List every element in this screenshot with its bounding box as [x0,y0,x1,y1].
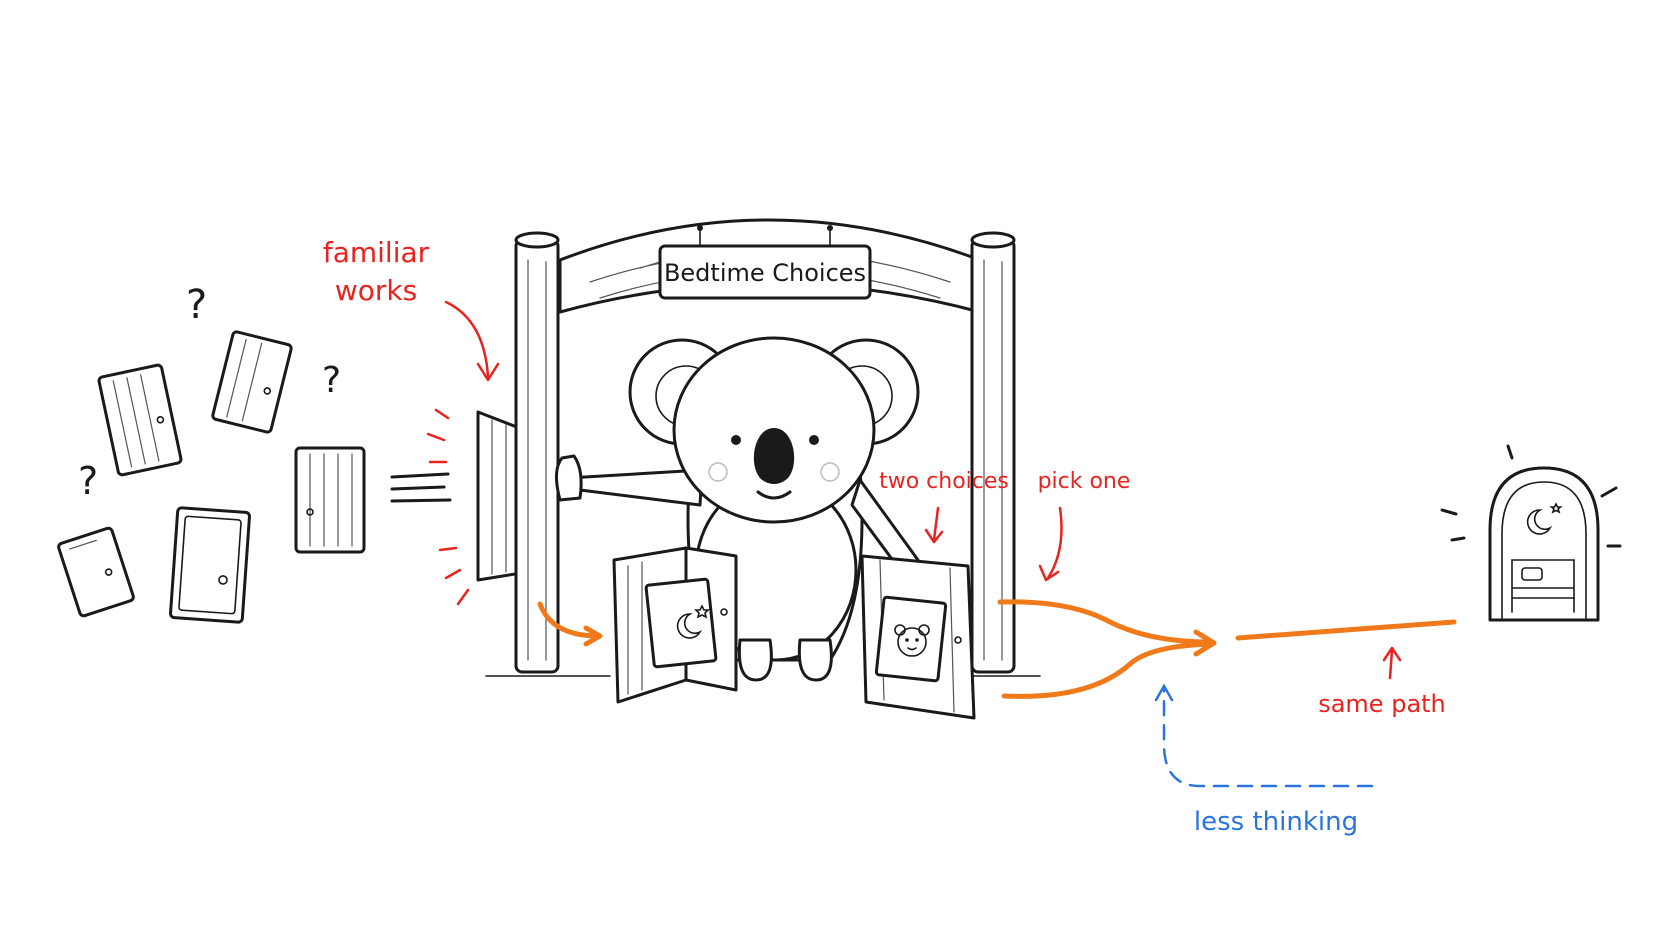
upper-branch [997,599,1213,645]
annotation-same-path: same path [1318,646,1446,718]
tumbling-door [294,446,366,554]
question-mark-icon: ? [322,360,341,401]
annotation-works: works [335,274,417,307]
bed-doorway [1440,444,1622,622]
bear-face-icon [894,624,930,657]
annotation-pick-one-text: pick one [1038,469,1131,494]
annotation-familiar: familiar [323,236,430,269]
annotation-two-choices: two choices [879,469,1009,544]
question-mark-icon: ? [78,459,98,503]
bedtime-choices-sign: Bedtime Choices [658,225,872,300]
koala-nose [753,428,795,484]
question-mark-icon: ? [186,282,207,328]
moon-star-icon [1526,502,1563,535]
annotation-less-thinking: less thinking [1154,683,1374,837]
tumbling-door [169,506,251,624]
tumbling-door [97,363,183,477]
choice-door-moon-book [612,546,738,704]
moon-star-icon [676,604,710,639]
annotation-pick-one: pick one [1038,469,1131,582]
annotation-less-thinking-text: less thinking [1194,807,1358,837]
bed-icon [1511,559,1575,613]
tumbling-door [211,330,293,434]
orange-flow-paths [537,599,1457,699]
lower-branch [1001,641,1213,699]
speed-lines [390,472,452,503]
sign-text: Bedtime Choices [664,259,866,287]
impact-burst [426,408,470,606]
annotation-same-path-text: same path [1318,690,1446,718]
tumbling-door [57,526,135,618]
same-path-line [1235,619,1457,641]
question-marks: ? ? ? [78,282,341,503]
arrow-to-moon-door [537,601,601,639]
scattered-doors [57,330,366,624]
annotation-familiar-works: familiar works [323,236,500,382]
annotation-two-choices-text: two choices [879,469,1009,494]
choice-door-bear-book [860,554,976,720]
